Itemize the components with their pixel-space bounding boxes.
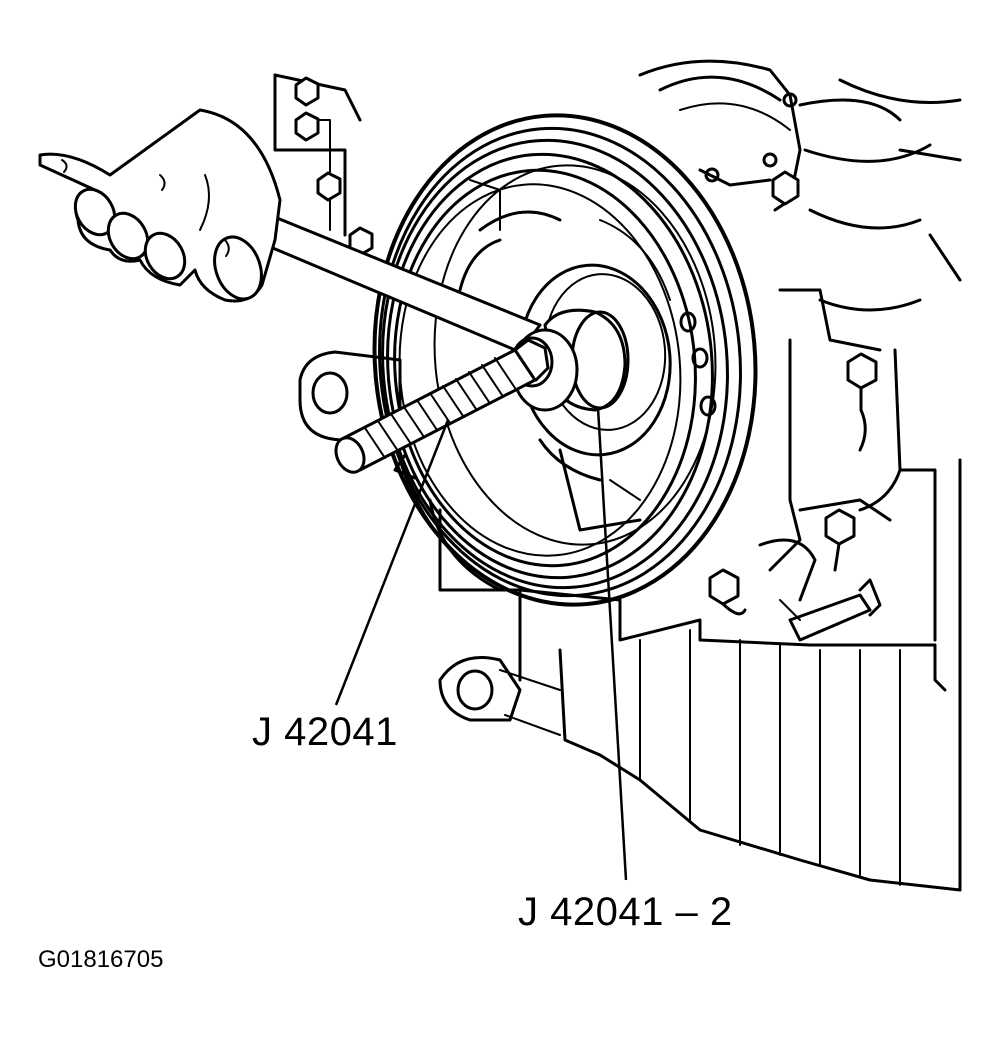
leader-line-j42041-2	[596, 407, 628, 881]
block-bolts	[294, 76, 878, 616]
crankshaft-balancer	[372, 113, 758, 607]
callout-label-j42041-2: J 42041 – 2	[518, 890, 733, 934]
puller-tool-j42041	[334, 308, 630, 474]
engine-block	[273, 59, 962, 892]
rod-threads	[364, 357, 516, 459]
wrench-and-hand	[38, 108, 542, 354]
callout-label-j42041: J 42041	[252, 710, 398, 754]
figure-id: G01816705	[38, 946, 164, 973]
leader-line-j42041	[334, 419, 450, 706]
